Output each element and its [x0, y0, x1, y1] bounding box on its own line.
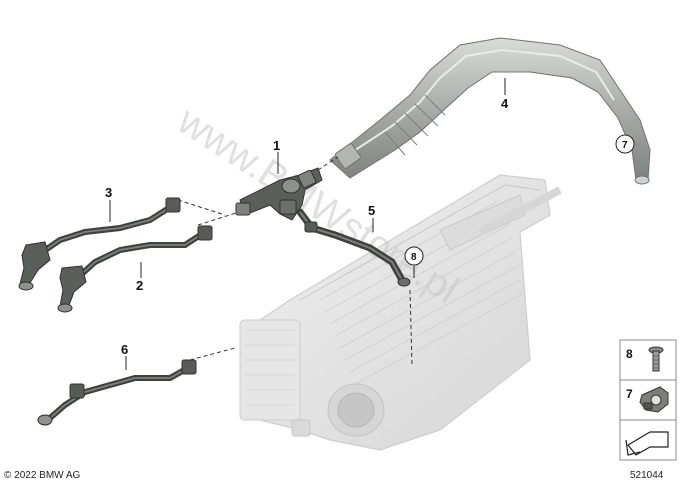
callout-1: 1	[273, 138, 280, 153]
callout-5: 5	[368, 203, 375, 218]
charge-air-cooler	[239, 174, 562, 451]
circled-callout-7: 7	[615, 134, 635, 154]
bolt-icon	[648, 346, 664, 372]
legend-item-8-label: 8	[626, 347, 633, 361]
part-3-hose	[18, 197, 181, 291]
diagram-number: 521044	[630, 470, 664, 481]
callout-6: 6	[121, 342, 128, 357]
circled-callout-7-label: 7	[622, 140, 628, 151]
part-6-hose	[37, 359, 197, 426]
callout-4: 4	[501, 96, 509, 111]
callout-leaders	[109, 78, 506, 370]
part-5-hose	[296, 208, 411, 287]
legend-panel: 8 7	[619, 339, 677, 461]
legend-item-7-label: 7	[626, 387, 633, 401]
part-4-pipe	[329, 37, 651, 185]
part-2-hose	[57, 225, 213, 313]
circled-callout-8: 8	[404, 246, 424, 266]
part-1-distributor	[235, 167, 323, 221]
callout-2: 2	[136, 278, 143, 293]
leader-lines	[177, 156, 413, 366]
hose-clip-icon	[639, 386, 669, 413]
callout-3: 3	[105, 185, 112, 200]
circled-callout-8-label: 8	[411, 252, 417, 263]
copyright-notice: © 2022 BMW AG	[4, 470, 81, 481]
arrow-icon	[625, 431, 669, 456]
